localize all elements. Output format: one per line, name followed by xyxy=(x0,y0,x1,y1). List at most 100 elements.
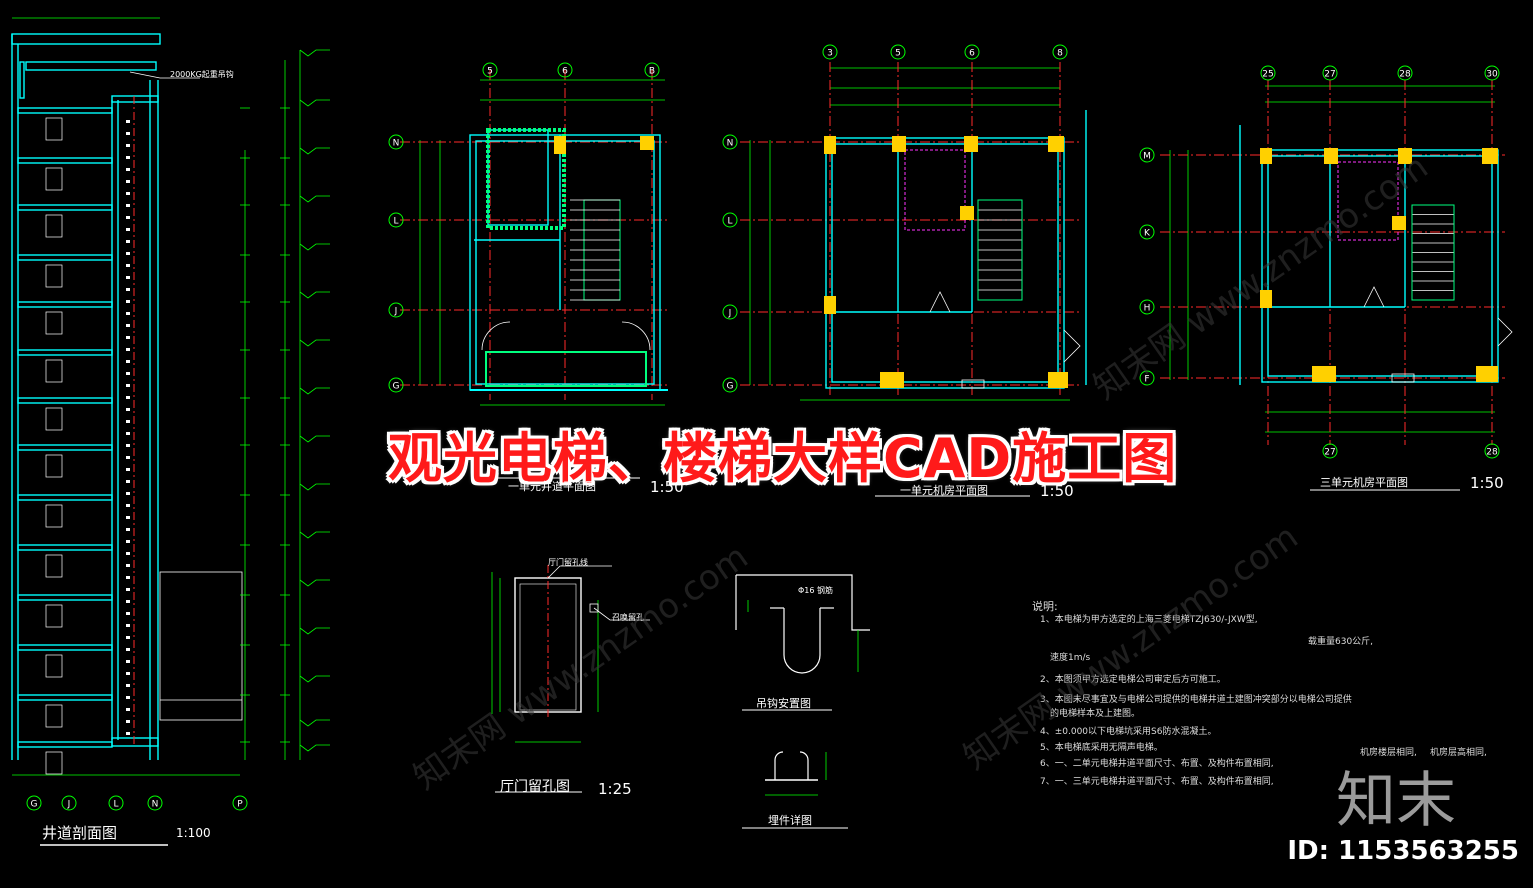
rail-bracket xyxy=(126,516,130,519)
level-mark xyxy=(299,49,330,57)
window-mark xyxy=(45,359,63,383)
svg-text:H: H xyxy=(1144,304,1151,314)
note-item: 5、本电梯底采用无隔声电梯。 xyxy=(1040,743,1163,753)
floor-slab xyxy=(17,741,113,748)
axis-bubble-F: F xyxy=(1139,370,1155,386)
level-mark xyxy=(299,435,330,443)
svg-text:5: 5 xyxy=(487,67,493,77)
notes-side-1: 机房楼层相同, xyxy=(1360,748,1417,758)
svg-text:27: 27 xyxy=(1324,448,1335,458)
rail-bracket xyxy=(126,432,130,435)
svg-text:27: 27 xyxy=(1324,70,1335,80)
axis-bubble-L: L xyxy=(108,795,124,811)
svg-text:6: 6 xyxy=(562,67,568,77)
level-mark xyxy=(299,147,330,155)
section-scale: 1:100 xyxy=(176,826,211,840)
rail-bracket xyxy=(126,564,130,567)
rail-bracket xyxy=(126,348,130,351)
window-mark xyxy=(45,554,63,578)
rail-bracket xyxy=(126,336,130,339)
rail-bracket xyxy=(126,408,130,411)
hook-title: 吊钩安置图 xyxy=(756,697,811,710)
svg-text:8: 8 xyxy=(1057,49,1063,59)
rail-bracket xyxy=(126,312,130,315)
axis-bubble-3: 3 xyxy=(822,44,838,60)
hook-drawing xyxy=(735,574,870,711)
svg-text:L: L xyxy=(393,217,398,227)
axis-bubble-N: N xyxy=(388,134,404,150)
note-item: 速度1m/s xyxy=(1050,653,1091,663)
notes-side-2: 机房层高相同, xyxy=(1430,748,1487,758)
level-mark xyxy=(299,579,330,587)
rail-bracket xyxy=(126,216,130,219)
note-item: 1、本电梯为甲方选定的上海三菱电梯TZJ630/-JXW型, xyxy=(1040,615,1258,625)
axis-bubble-P: P xyxy=(232,795,248,811)
window-mark xyxy=(45,407,63,431)
floor-slab xyxy=(17,694,113,701)
axis-bubble-25: 25 xyxy=(1260,65,1276,81)
embed-drawing xyxy=(742,751,848,829)
rail-bracket xyxy=(126,120,130,123)
rail-bracket xyxy=(126,624,130,627)
window-mark xyxy=(45,654,63,678)
plan2-scale: 1:50 xyxy=(1040,482,1074,500)
rail-bracket xyxy=(126,492,130,495)
rail-bracket xyxy=(126,192,130,195)
embed-title: 埋件详图 xyxy=(768,814,812,827)
svg-text:G: G xyxy=(31,800,38,810)
level-mark xyxy=(299,243,330,251)
section-title: 井道剖面图 xyxy=(42,824,118,842)
axis-bubble-M: M xyxy=(1139,147,1155,163)
rail-bracket xyxy=(126,372,130,375)
window-mark xyxy=(45,704,63,728)
floor-slab xyxy=(17,444,113,451)
floor-slab xyxy=(17,544,113,551)
level-mark xyxy=(299,387,330,395)
plan2-title: 一单元机房平面图 xyxy=(900,484,988,497)
notes-heading: 说明: xyxy=(1032,600,1058,613)
svg-text:B: B xyxy=(649,67,655,77)
axis-bubble-8: 8 xyxy=(1052,44,1068,60)
axis-bubble-B: B xyxy=(644,62,660,78)
door-title: 厅门留孔图 xyxy=(500,779,570,795)
axis-bubble-6: 6 xyxy=(557,62,573,78)
rail-bracket xyxy=(126,672,130,675)
rail-bracket xyxy=(126,300,130,303)
axis-bubble-5: 5 xyxy=(890,44,906,60)
level-mark xyxy=(299,483,330,491)
axis-bubble-G: G xyxy=(26,795,42,811)
rail-bracket xyxy=(126,132,130,135)
rail-bracket xyxy=(126,384,130,387)
svg-text:5: 5 xyxy=(895,49,901,59)
level-mark xyxy=(299,719,330,727)
floor-slab xyxy=(17,644,113,651)
rail-bracket xyxy=(126,420,130,423)
rail-bracket xyxy=(126,528,130,531)
svg-text:J: J xyxy=(67,800,71,810)
window-mark xyxy=(45,604,63,628)
axis-bubble-L: L xyxy=(722,212,738,228)
window-mark xyxy=(45,264,63,288)
level-mark xyxy=(299,291,330,299)
rail-bracket xyxy=(126,228,130,231)
rail-bracket xyxy=(126,240,130,243)
level-mark xyxy=(299,627,330,635)
note-item: 3、本图未尽事宜及与电梯公司提供的电梯井道土建图冲突部分以电梯公司提供 xyxy=(1040,695,1352,705)
svg-text:N: N xyxy=(152,800,159,810)
rail-bracket xyxy=(126,732,130,735)
level-mark xyxy=(299,531,330,539)
door-hole-label: 厅门留孔线 xyxy=(548,558,588,567)
rail-bracket xyxy=(126,636,130,639)
note-item: 的电梯样本及上建图。 xyxy=(1050,709,1141,719)
window-mark xyxy=(45,167,63,191)
axis-bubble-N: N xyxy=(722,134,738,150)
rail-bracket xyxy=(126,324,130,327)
level-mark xyxy=(299,99,330,107)
rail-bracket xyxy=(126,480,130,483)
svg-text:J: J xyxy=(394,307,398,317)
floor-slab xyxy=(17,397,113,404)
